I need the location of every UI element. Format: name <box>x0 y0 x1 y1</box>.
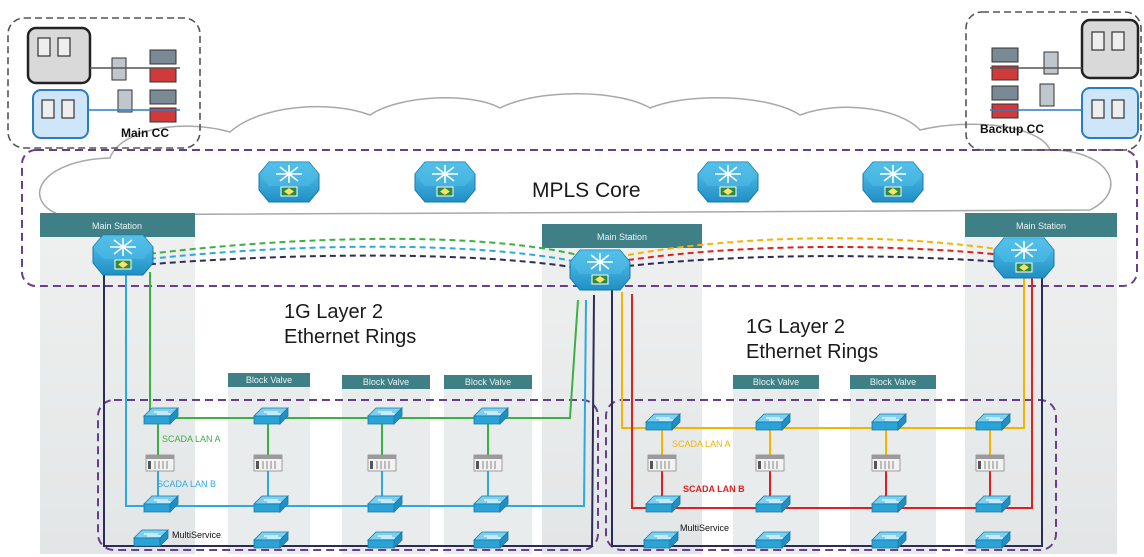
backup-cc: Backup CC <box>965 11 1142 151</box>
station-label-left: Main Station <box>92 221 142 231</box>
station-header-left: Main Station <box>40 213 195 237</box>
ring-label-left: 1G Layer 2 Ethernet Rings <box>284 301 416 348</box>
ring-left-line1: 1G Layer 2 <box>284 301 383 323</box>
switch-icon <box>367 407 403 425</box>
switch-icon <box>367 531 403 549</box>
multiservice-label-left: MultiService <box>172 530 221 540</box>
switch-icon <box>253 407 289 425</box>
switch-icon <box>367 495 403 513</box>
mpls-core-label: MPLS Core <box>532 179 641 202</box>
station-header-center: Main Station <box>542 224 702 248</box>
switch-icon <box>975 531 1011 549</box>
ring-right-line2: Ethernet Rings <box>746 341 878 363</box>
switch-icon <box>473 531 509 549</box>
block-valve-label: Block Valve <box>465 377 511 387</box>
switch-icon <box>975 495 1011 513</box>
station-label-center: Main Station <box>597 232 647 242</box>
multiservice-label-right: MultiService <box>680 523 729 533</box>
core-router-icon <box>862 161 924 203</box>
switch-icon <box>755 531 791 549</box>
switch-icon <box>473 407 509 425</box>
switch-icon <box>975 413 1011 431</box>
core-router-icon <box>697 161 759 203</box>
main-cc: Main CC <box>7 17 201 149</box>
switch-icon <box>143 407 179 425</box>
mpls-paths <box>139 237 1005 269</box>
lan-label-left-a: SCADA LAN A <box>162 434 221 444</box>
lan-label-right-b: SCADA LAN B <box>683 484 745 494</box>
lan-label-right-a: SCADA LAN A <box>672 439 731 449</box>
rtu-icon <box>253 454 283 472</box>
block-valve-headers: Block Valve Block Valve Block Valve Bloc… <box>228 373 936 389</box>
lan-label-left-b: SCADA LAN B <box>157 479 216 489</box>
ring-domain-left <box>97 399 599 551</box>
block-valve-label: Block Valve <box>870 377 916 387</box>
station-router-left-icon <box>92 234 154 276</box>
switch-icon <box>133 529 169 547</box>
switch-icon <box>871 495 907 513</box>
station-header-right: Main Station <box>965 213 1117 237</box>
block-valve-label: Block Valve <box>246 375 292 385</box>
switch-icon <box>645 413 681 431</box>
switch-icon <box>871 531 907 549</box>
switch-icon <box>473 495 509 513</box>
switch-icon <box>253 531 289 549</box>
rtu-icon <box>647 454 677 472</box>
rtu-icon <box>871 454 901 472</box>
switch-icon <box>253 495 289 513</box>
rtu-icon <box>473 454 503 472</box>
rtu-icon <box>975 454 1005 472</box>
block-valve-label: Block Valve <box>363 377 409 387</box>
ring-right-line1: 1G Layer 2 <box>746 316 845 338</box>
rtu-icon <box>367 454 397 472</box>
main-cc-label: Main CC <box>121 126 169 140</box>
switch-icon <box>645 495 681 513</box>
switch-icon <box>643 531 679 549</box>
station-label-right: Main Station <box>1016 221 1066 231</box>
switch-icon <box>871 413 907 431</box>
ring-domain-right <box>605 399 1057 551</box>
block-valve-label: Block Valve <box>753 377 799 387</box>
rtu-icon <box>145 454 175 472</box>
switch-icon <box>755 495 791 513</box>
station-router-right-icon <box>993 237 1055 279</box>
ring-links-right <box>611 275 1043 547</box>
core-router-icon <box>258 161 320 203</box>
rtu-icon <box>755 454 785 472</box>
switch-icon <box>755 413 791 431</box>
switch-icon <box>143 495 179 513</box>
core-router-icon <box>414 161 476 203</box>
station-router-center-icon <box>569 249 631 291</box>
ring-left-line2: Ethernet Rings <box>284 326 416 348</box>
ring-label-right: 1G Layer 2 Ethernet Rings <box>746 316 878 363</box>
backup-cc-label: Backup CC <box>980 122 1044 136</box>
